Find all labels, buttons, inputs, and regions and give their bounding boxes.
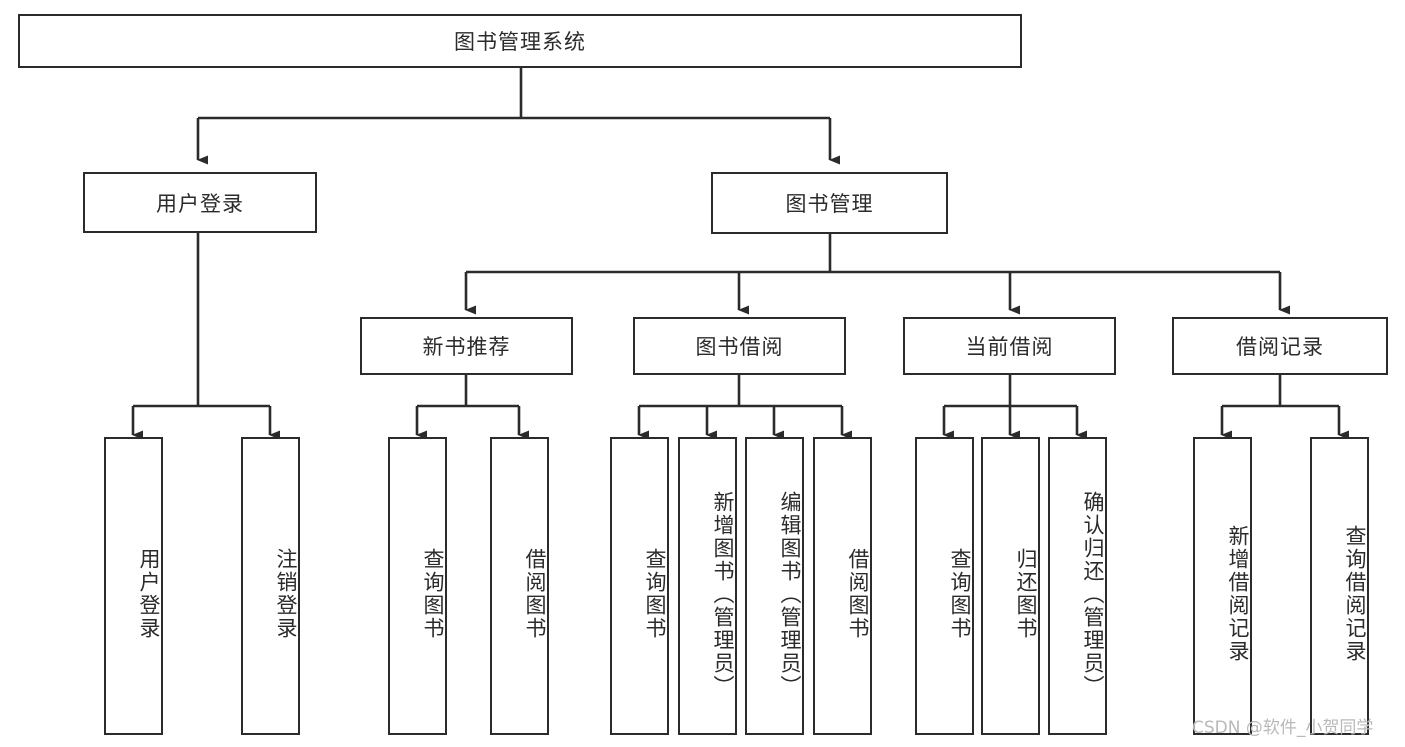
leaf-user-login-logout[interactable]: 注销登录	[241, 437, 300, 735]
leaf-current-borrow-return[interactable]: 归还图书	[981, 437, 1040, 735]
node-book-management-label: 图书管理	[785, 192, 874, 216]
leaf-book-borrow-edit[interactable]: 编辑图书（管理员）	[745, 437, 804, 735]
leaf-book-borrow-lend[interactable]: 借阅图书	[813, 437, 872, 735]
node-user-login-label: 用户登录	[156, 191, 244, 216]
node-root[interactable]: 图书管理系统	[18, 14, 1022, 68]
leaf-label: 查询图书	[643, 548, 667, 640]
node-book-borrow-label: 图书借阅	[695, 335, 784, 359]
leaf-label: 确认归还（管理员）	[1081, 490, 1105, 698]
leaf-current-borrow-confirm[interactable]: 确认归还（管理员）	[1048, 437, 1107, 735]
leaf-label: 编辑图书（管理员）	[778, 490, 802, 698]
leaf-label: 查询图书	[421, 548, 445, 640]
leaf-label: 用户登录	[137, 548, 161, 640]
node-new-book-recommend[interactable]: 新书推荐	[360, 317, 573, 375]
leaf-label: 查询图书	[948, 548, 972, 640]
node-borrow-record-label: 借阅记录	[1236, 335, 1324, 359]
leaf-borrow-record-add[interactable]: 新增借阅记录	[1193, 437, 1252, 735]
node-book-borrow[interactable]: 图书借阅	[633, 317, 846, 375]
node-current-borrow[interactable]: 当前借阅	[903, 317, 1116, 375]
node-user-login[interactable]: 用户登录	[83, 172, 317, 233]
leaf-label: 新增借阅记录	[1226, 525, 1250, 663]
leaf-label: 查询借阅记录	[1343, 525, 1367, 663]
leaf-new-book-borrow[interactable]: 借阅图书	[490, 437, 549, 735]
leaf-current-borrow-query[interactable]: 查询图书	[915, 437, 974, 735]
csdn-watermark: CSDN @软件_小贺同学	[1192, 718, 1374, 738]
leaf-book-borrow-add[interactable]: 新增图书（管理员）	[678, 437, 737, 735]
leaf-label: 归还图书	[1014, 548, 1038, 640]
node-book-management[interactable]: 图书管理	[711, 172, 948, 234]
leaf-book-borrow-query[interactable]: 查询图书	[610, 437, 669, 735]
node-current-borrow-label: 当前借阅	[965, 335, 1054, 359]
leaf-label: 注销登录	[274, 548, 298, 640]
node-root-label: 图书管理系统	[454, 30, 586, 54]
leaf-new-book-query[interactable]: 查询图书	[388, 437, 447, 735]
node-borrow-record[interactable]: 借阅记录	[1172, 317, 1388, 375]
leaf-label: 新增图书（管理员）	[711, 490, 735, 698]
leaf-label: 借阅图书	[846, 548, 870, 640]
leaf-user-login-login[interactable]: 用户登录	[104, 437, 163, 735]
node-new-book-recommend-label: 新书推荐	[422, 335, 511, 359]
leaf-label: 借阅图书	[523, 548, 547, 640]
leaf-borrow-record-query[interactable]: 查询借阅记录	[1310, 437, 1369, 735]
